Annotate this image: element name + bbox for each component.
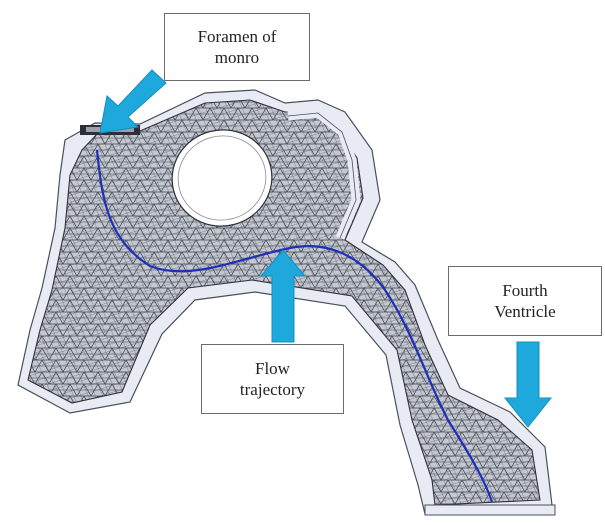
label-fourth-text: Fourth Ventricle — [494, 280, 555, 322]
label-foramen-of-monro: Foramen of monro — [164, 13, 310, 81]
label-flow-trajectory: Flow trajectory — [201, 344, 344, 414]
label-foramen-text: Foramen of monro — [198, 26, 277, 68]
label-fourth-ventricle: Fourth Ventricle — [448, 266, 602, 336]
label-flow-text: Flow trajectory — [240, 358, 305, 400]
